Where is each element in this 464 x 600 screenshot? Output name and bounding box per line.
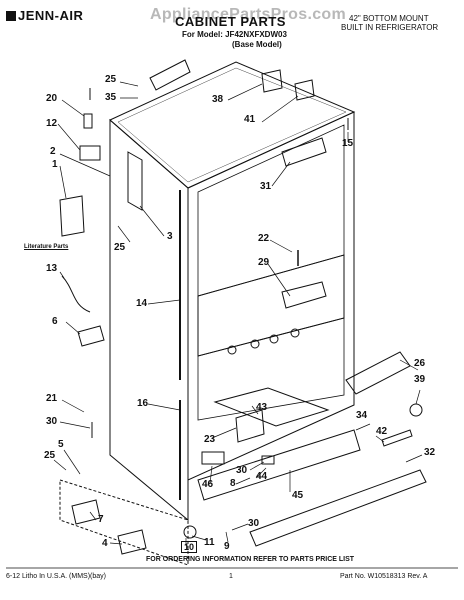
callout-25: 25 bbox=[114, 242, 126, 253]
callout-13: 13 bbox=[46, 263, 58, 274]
callout-25: 25 bbox=[44, 450, 56, 461]
roller-11 bbox=[183, 525, 197, 539]
callout-30: 30 bbox=[236, 465, 248, 476]
kickplate-32 bbox=[249, 469, 427, 547]
callout-44: 44 bbox=[256, 471, 268, 482]
leveler-7 bbox=[71, 499, 101, 525]
callout-3: 3 bbox=[167, 231, 173, 242]
hinge-29 bbox=[281, 281, 327, 309]
callout-9: 9 bbox=[224, 541, 230, 552]
callout-46: 46 bbox=[202, 479, 214, 490]
callout-34: 34 bbox=[356, 410, 368, 421]
callout-1: 1 bbox=[52, 159, 58, 170]
callout-29: 29 bbox=[258, 257, 270, 268]
model-number: For Model: JF42NXFXDW03 bbox=[182, 30, 287, 39]
callout-45: 45 bbox=[292, 490, 304, 501]
brand-logo: JENN-AIR bbox=[6, 8, 83, 23]
callout-41: 41 bbox=[244, 114, 256, 125]
hinge-31 bbox=[281, 137, 327, 167]
side-bracket bbox=[127, 151, 143, 211]
callout-20: 20 bbox=[46, 93, 58, 104]
brand-mark-icon bbox=[6, 11, 16, 21]
callout-8: 8 bbox=[230, 478, 236, 489]
mullion-hole bbox=[227, 345, 237, 355]
cable-13 bbox=[61, 275, 91, 313]
page-number: 1 bbox=[229, 573, 233, 580]
callout-32: 32 bbox=[424, 447, 436, 458]
callout-5: 5 bbox=[58, 439, 64, 450]
part-23 bbox=[235, 409, 265, 443]
callout-2: 2 bbox=[50, 146, 56, 157]
callout-11: 11 bbox=[204, 537, 215, 548]
base-assembly bbox=[59, 479, 189, 566]
clip-6 bbox=[77, 325, 105, 347]
callout-23: 23 bbox=[204, 434, 216, 445]
brand-name: JENN-AIR bbox=[18, 8, 84, 23]
mullion-hole bbox=[290, 328, 300, 338]
leveler-4 bbox=[117, 529, 147, 555]
literature-booklet bbox=[59, 195, 85, 237]
watermark: AppliancePartsPros.com bbox=[150, 6, 346, 23]
grille-45 bbox=[197, 429, 361, 501]
callout-16: 16 bbox=[137, 398, 149, 409]
product-description-line1: 42" BOTTOM MOUNT bbox=[349, 14, 429, 23]
callout-43: 43 bbox=[256, 402, 268, 413]
product-description-line2: BUILT IN REFRIGERATOR bbox=[341, 23, 439, 32]
lower-compartment bbox=[197, 317, 345, 421]
callout-21: 21 bbox=[46, 393, 58, 404]
mullion-hole bbox=[250, 339, 260, 349]
callout-14: 14 bbox=[136, 298, 148, 309]
screw-44 bbox=[261, 455, 275, 465]
cabinet-top-panel bbox=[109, 61, 356, 189]
water-filter-26 bbox=[345, 351, 411, 395]
callout-25: 25 bbox=[105, 74, 117, 85]
callout-4: 4 bbox=[102, 538, 108, 549]
callout-15: 15 bbox=[342, 138, 354, 149]
drawer-mechanism-43 bbox=[213, 387, 330, 427]
bracket-42 bbox=[381, 429, 413, 447]
side-plate-12 bbox=[79, 145, 101, 161]
callout-12: 12 bbox=[46, 118, 58, 129]
top-bracket-38 bbox=[261, 69, 283, 93]
callout-30: 30 bbox=[46, 416, 58, 427]
callout-38: 38 bbox=[212, 94, 224, 105]
callout-31: 31 bbox=[260, 181, 272, 192]
hinge-41 bbox=[294, 79, 315, 101]
upper-compartment bbox=[197, 124, 345, 297]
callout-22: 22 bbox=[258, 233, 270, 244]
base-model-label: (Base Model) bbox=[232, 40, 282, 49]
callout-35: 35 bbox=[105, 92, 117, 103]
ordering-note: FOR ORDERING INFORMATION REFER TO PARTS … bbox=[146, 556, 355, 563]
plate-46 bbox=[201, 451, 225, 465]
callout-10: 10 bbox=[181, 541, 198, 553]
callout-42: 42 bbox=[376, 426, 388, 437]
cabinet-left-side bbox=[109, 118, 189, 522]
callout-30: 30 bbox=[248, 518, 260, 529]
cabinet-front-frame bbox=[187, 111, 355, 481]
bracket-20 bbox=[83, 113, 93, 129]
mullion-hole bbox=[269, 334, 279, 344]
callout-26: 26 bbox=[414, 358, 426, 369]
part-number: Part No. W10518313 Rev. A bbox=[340, 573, 428, 580]
callout-39: 39 bbox=[414, 374, 426, 385]
callout-6: 6 bbox=[52, 316, 58, 327]
callout-7: 7 bbox=[98, 514, 104, 525]
page-title: CABINET PARTS bbox=[175, 14, 286, 29]
filter-cap-39 bbox=[409, 403, 423, 417]
footer-litho: 6-12 Litho In U.S.A. (MMS)(bay) bbox=[6, 573, 106, 580]
literature-parts-label: Literature Parts bbox=[24, 244, 69, 250]
top-trim-strip bbox=[149, 59, 191, 91]
